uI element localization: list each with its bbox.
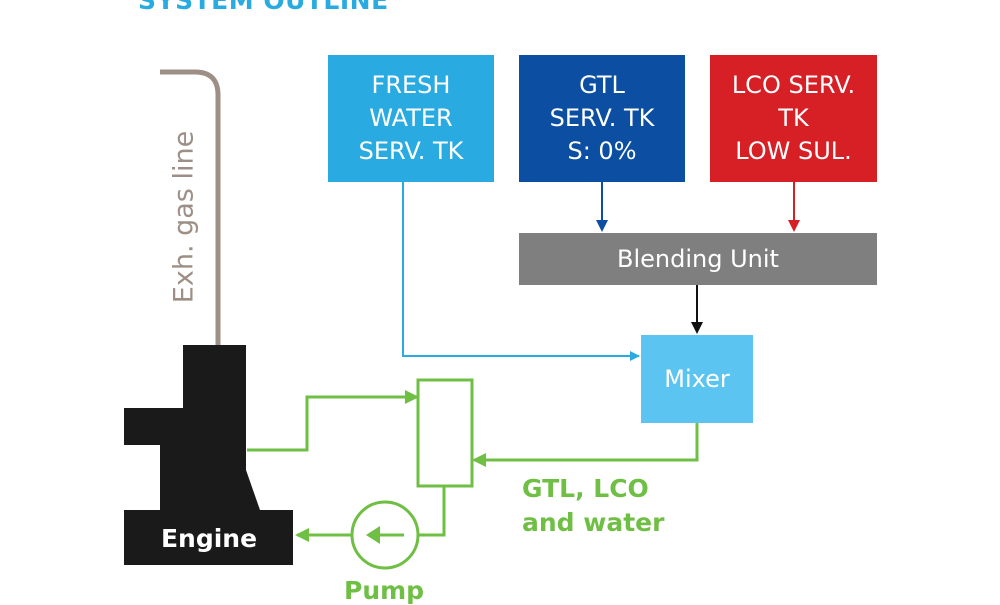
pump-label: Pump xyxy=(344,576,425,605)
fresh-water-line xyxy=(402,182,640,361)
exhaust-gas-line-label: Exh. gas line xyxy=(168,130,200,304)
lco-tank-line-2: TK xyxy=(778,104,809,132)
blending-unit: Blending Unit xyxy=(519,233,877,285)
gtl-service-tank: GTL SERV. TK S: 0% xyxy=(519,55,685,182)
fresh-water-tank-line-1: FRESH xyxy=(371,71,451,99)
fresh-water-service-tank: FRESH WATER SERV. TK xyxy=(328,55,494,182)
mixture-label-line-1: GTL, LCO xyxy=(522,474,649,503)
lco-service-tank: LCO SERV. TK LOW SUL. xyxy=(710,55,877,182)
diagram-title: SYSTEM OUTLINE xyxy=(138,0,389,15)
mixture-line xyxy=(472,423,699,467)
mixture-label-line-2: and water xyxy=(522,508,665,537)
exhaust-gas-line xyxy=(160,69,221,345)
fresh-water-tank-line-2: WATER xyxy=(369,104,453,132)
mixture-label: GTL, LCO and water xyxy=(522,472,664,540)
pump-icon xyxy=(350,500,420,570)
lco-tank-line-1: LCO SERV. xyxy=(731,71,856,99)
engine-return-line xyxy=(247,390,419,452)
fresh-water-tank-line-3: SERV. TK xyxy=(358,137,464,165)
lco-tank-line-3: LOW SUL. xyxy=(735,137,852,165)
gtl-tank-line-2: SERV. TK xyxy=(549,104,655,132)
gtl-tank-line-1: GTL xyxy=(579,71,625,99)
buffer-tank xyxy=(416,378,474,488)
mixer: Mixer xyxy=(641,335,753,423)
engine-shape xyxy=(124,345,293,565)
gtl-tank-line-3: S: 0% xyxy=(567,137,637,165)
tank-to-pump-line xyxy=(418,486,446,537)
engine-label: Engine xyxy=(160,524,258,553)
